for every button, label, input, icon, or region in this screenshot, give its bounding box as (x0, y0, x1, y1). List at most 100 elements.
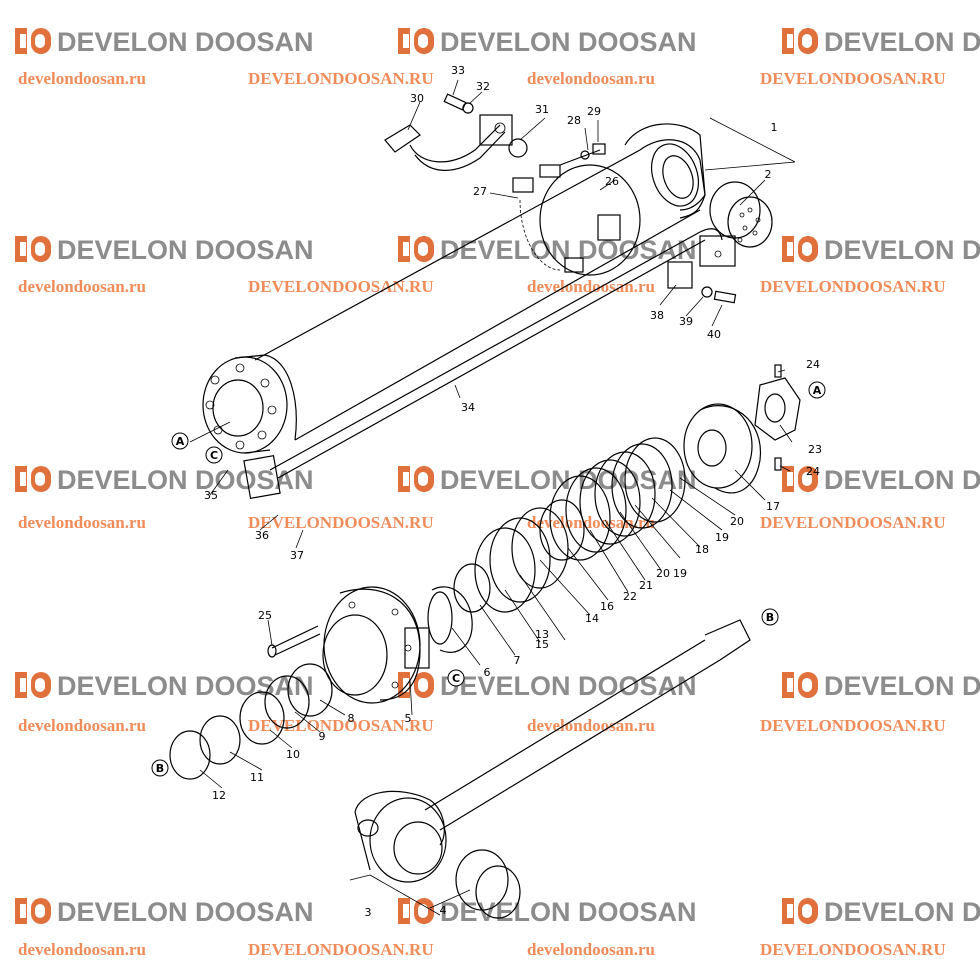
ref-marker-b: B (761, 608, 779, 626)
part-label-37: 37 (290, 549, 304, 562)
bushing-2 (709, 181, 773, 248)
part-label-28: 28 (567, 114, 581, 127)
watermark-brand: DEVELON DOOSAN (57, 465, 314, 495)
clamp-26-27 (512, 149, 641, 276)
watermark-url: DEVELONDOOSAN.RU (760, 940, 946, 959)
part-label-27: 27 (473, 185, 487, 198)
watermark-brand: DEVELON DOOSAN (824, 465, 980, 495)
watermark-url: develondoosan.ru (18, 69, 146, 88)
gland-5 (267, 586, 430, 704)
svg-text:A: A (813, 384, 822, 397)
watermark-logo: DEVELON DOOSAN (782, 27, 980, 57)
part-label-40: 40 (707, 328, 721, 341)
piston-seals (427, 403, 762, 653)
part-label-19: 19 (715, 531, 729, 544)
watermark-url: develondoosan.ru (527, 69, 655, 88)
part-label-24: 24 (806, 358, 820, 371)
part-label-26: 26 (605, 175, 619, 188)
watermark-url: DEVELONDOOSAN.RU (760, 716, 946, 735)
part-label-3: 3 (365, 906, 372, 919)
part-label-20: 20 (656, 567, 670, 580)
watermark-url: develondoosan.ru (18, 940, 146, 959)
part-label-30: 30 (410, 92, 424, 105)
watermark-url: DEVELONDOOSAN.RU (760, 69, 946, 88)
watermark-logo: DEVELON DOOSAN (782, 671, 980, 701)
part-label-36: 36 (255, 529, 269, 542)
part-label-32: 32 (476, 80, 490, 93)
watermark-url: develondoosan.ru (527, 716, 655, 735)
watermark-url: develondoosan.ru (18, 716, 146, 735)
bushing-4 (455, 849, 521, 919)
part-label-34: 34 (461, 401, 475, 414)
watermark-brand: DEVELON DOOSAN (824, 235, 980, 265)
gland-seals (169, 663, 333, 780)
ref-marker-c: C (447, 669, 465, 687)
part-label-13: 13 (535, 628, 549, 641)
pipe-34 (243, 228, 736, 500)
part-label-20: 20 (730, 515, 744, 528)
watermark-brand: DEVELON DOOSAN (440, 235, 697, 265)
watermark-brand: DEVELON DOOSAN (440, 465, 697, 495)
watermark-brand: DEVELON DOOSAN (440, 27, 697, 57)
watermark-logo: DEVELON DOOSAN (15, 235, 314, 265)
part-label-5: 5 (405, 712, 412, 725)
part-label-39: 39 (679, 315, 693, 328)
svg-text:C: C (210, 449, 218, 462)
part-label-10: 10 (286, 748, 300, 761)
nut-23 (754, 364, 801, 471)
part-label-33: 33 (451, 64, 465, 77)
watermark-logo: DEVELON DOOSAN (782, 235, 980, 265)
ref-marker-c: C (205, 446, 223, 464)
part-label-29: 29 (587, 105, 601, 118)
cylinder-tube (202, 123, 706, 454)
ref-marker-a: A (808, 381, 826, 399)
watermark-logo: DEVELON DOOSAN (398, 27, 697, 57)
watermark-brand: DEVELON DOOSAN (440, 897, 697, 927)
watermark-url: DEVELONDOOSAN.RU (248, 69, 434, 88)
part-label-22: 22 (623, 590, 637, 603)
watermark-logo: DEVELON DOOSAN (398, 897, 697, 927)
svg-text:C: C (452, 672, 460, 685)
part-label-14: 14 (585, 612, 599, 625)
watermark-url: DEVELONDOOSAN.RU (248, 513, 434, 532)
part-label-12: 12 (212, 789, 226, 802)
part-label-24: 24 (806, 465, 820, 478)
part-label-8: 8 (348, 712, 355, 725)
pipe-30 (384, 114, 513, 171)
watermark-logo: DEVELON DOOSAN (398, 235, 697, 265)
leader-lines (189, 79, 796, 916)
watermark-brand: DEVELON DOOSAN (440, 671, 697, 701)
watermark-url: develondoosan.ru (527, 277, 655, 296)
fasteners-upper (443, 93, 737, 304)
watermark-url: DEVELONDOOSAN.RU (248, 277, 434, 296)
watermark-logo: DEVELON DOOSAN (15, 465, 314, 495)
part-label-2: 2 (765, 168, 772, 181)
part-label-25: 25 (258, 609, 272, 622)
part-label-17: 17 (766, 500, 780, 513)
watermark-logo: DEVELON DOOSAN (15, 671, 314, 701)
watermark-url: develondoosan.ru (18, 513, 146, 532)
watermark-url: DEVELONDOOSAN.RU (248, 716, 434, 735)
watermark-layer: DEVELON DOOSAN DEVELON DOOSAN DEVELON DOOS… (15, 27, 980, 959)
part-label-11: 11 (250, 771, 264, 784)
part-label-35: 35 (204, 489, 218, 502)
watermark-logo: DEVELON DOOSAN (782, 897, 980, 927)
watermark-brand: DEVELON DOOSAN (57, 897, 314, 927)
part-label-18: 18 (695, 543, 709, 556)
ref-marker-b: B (151, 759, 169, 777)
watermark-brand: DEVELON DOOSAN (57, 27, 314, 57)
watermark-url: DEVELONDOOSAN.RU (248, 940, 434, 959)
watermark-logo: DEVELON DOOSAN (15, 27, 314, 57)
watermark-logo: DEVELON DOOSAN (782, 465, 980, 495)
part-label-21: 21 (639, 579, 653, 592)
watermark-logo: DEVELON DOOSAN (15, 897, 314, 927)
watermark-brand: DEVELON DOOSAN (824, 27, 980, 57)
part-label-7: 7 (514, 654, 521, 667)
part-label-6: 6 (484, 666, 491, 679)
part-label-19: 19 (673, 567, 687, 580)
watermark-brand: DEVELON DOOSAN (57, 235, 314, 265)
watermark-logo: DEVELON DOOSAN (398, 465, 697, 495)
watermark-url: develondoosan.ru (18, 277, 146, 296)
